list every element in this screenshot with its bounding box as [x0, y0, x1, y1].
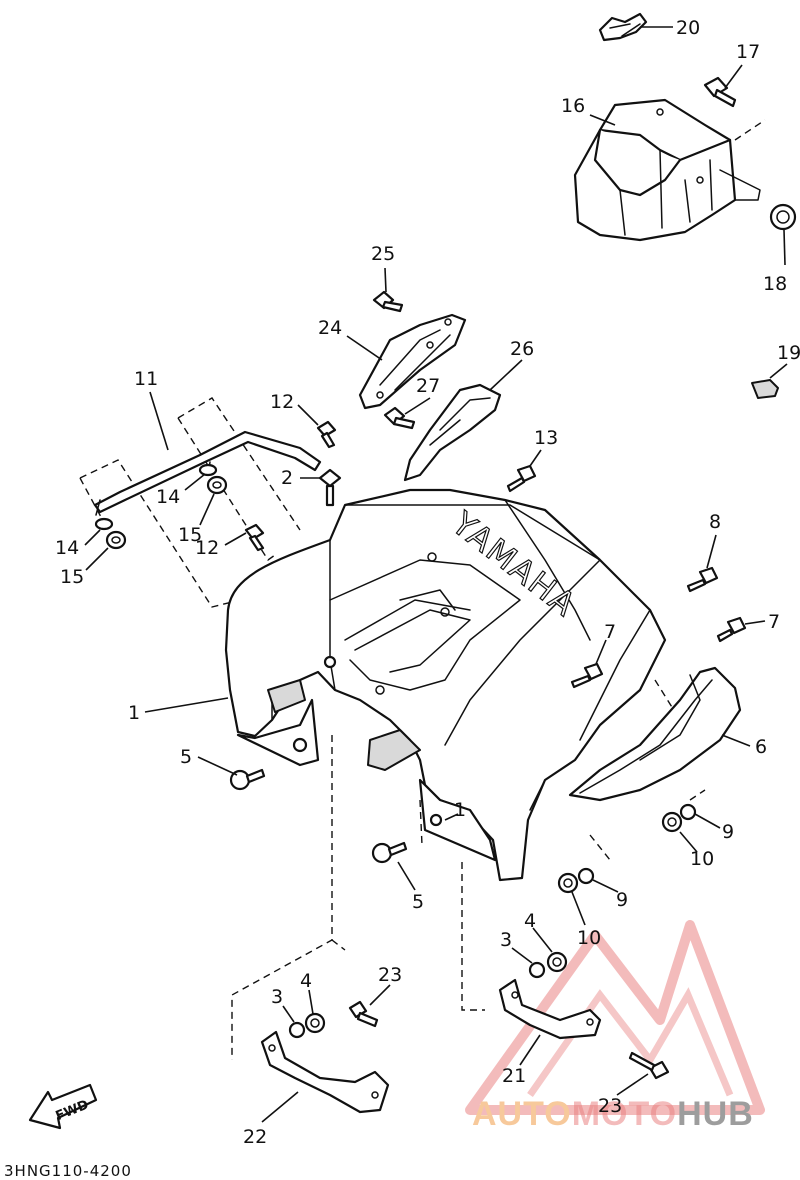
callout-7-right: 7 — [768, 611, 780, 633]
part-10-nut-a — [661, 811, 683, 833]
watermark-triangle-inner — [527, 987, 734, 1098]
part-9-washer-a — [679, 803, 697, 821]
part-17-bolt — [703, 76, 737, 108]
callout-26: 26 — [510, 338, 534, 360]
callout-labels: 20 17 16 18 25 24 26 19 11 27 12 13 2 14… — [55, 17, 800, 1148]
callout-24: 24 — [318, 317, 342, 339]
callout-10-left: 10 — [577, 927, 601, 949]
callout-23-upper: 23 — [378, 964, 402, 986]
watermark-triangle-outer — [465, 920, 765, 1115]
watermark-text: AUTOMOTOHUB — [472, 1095, 754, 1133]
callout-17: 17 — [736, 41, 760, 63]
callout-23-lower: 23 — [598, 1095, 622, 1117]
part-14-washer-b — [94, 517, 114, 531]
part-12-bolt-b — [244, 523, 265, 552]
part-19-pad — [751, 379, 779, 399]
part-1-left-flap — [236, 698, 320, 767]
part-27-bolt — [383, 406, 416, 430]
part-23-bolt-a — [348, 1000, 379, 1028]
part-10-nut-b — [557, 872, 579, 894]
part-25-bolt — [372, 290, 404, 313]
part-7-bolt-b — [570, 662, 604, 689]
watermark-text-hub: HUB — [677, 1095, 754, 1133]
part-8-bolt — [686, 566, 719, 593]
part-3-washer-a — [528, 961, 546, 979]
part-12-bolt-a — [316, 420, 337, 449]
leader-lines — [84, 26, 788, 1123]
callout-25: 25 — [371, 243, 395, 265]
part-2-bolt — [318, 468, 342, 507]
part-14-washer-a — [198, 463, 218, 477]
callout-2: 2 — [281, 467, 293, 489]
callout-18: 18 — [763, 273, 787, 295]
callout-15-upper: 15 — [178, 524, 202, 546]
part-5-bolt-a — [229, 768, 266, 791]
part-20-clip — [598, 12, 648, 42]
part-13-bolt — [506, 464, 537, 493]
part-5-bolt-b — [371, 841, 408, 864]
callout-8: 8 — [709, 511, 721, 533]
callout-14-lower: 14 — [55, 537, 79, 559]
part-7-bolt-a — [716, 616, 747, 643]
part-21-stay — [498, 978, 602, 1040]
callout-1-left: 1 — [128, 702, 140, 724]
callout-1-right: 1 — [454, 799, 466, 821]
part-15-nut-a — [206, 475, 228, 495]
callout-4-left: 4 — [300, 970, 312, 992]
callout-13: 13 — [534, 427, 558, 449]
callout-22: 22 — [243, 1126, 267, 1148]
callout-20: 20 — [676, 17, 700, 39]
callout-4-right: 4 — [524, 910, 536, 932]
part-4-nut-b — [304, 1012, 326, 1034]
part-3-washer-b — [288, 1021, 306, 1039]
callout-6: 6 — [755, 736, 767, 758]
callout-10-right: 10 — [690, 848, 714, 870]
part-18-nut — [769, 203, 797, 231]
part-15-nut-b — [105, 530, 127, 550]
callout-12-upper: 12 — [270, 391, 294, 413]
watermark-text-moto: MOTO — [572, 1095, 677, 1133]
part-23-bolt-b — [628, 1051, 670, 1080]
part-9-washer-b — [577, 867, 595, 885]
part-1-rear-fender — [224, 488, 667, 882]
callout-21: 21 — [502, 1065, 526, 1087]
callout-27: 27 — [416, 375, 440, 397]
callout-9-right: 9 — [722, 821, 734, 843]
callout-19: 19 — [777, 342, 800, 364]
watermark-text-auto: AUTO — [472, 1095, 572, 1133]
callout-15-lower: 15 — [60, 566, 84, 588]
callout-5-upper: 5 — [180, 746, 192, 768]
callout-11: 11 — [134, 368, 158, 390]
callout-16: 16 — [561, 95, 585, 117]
part-16-cover — [573, 98, 761, 242]
callout-7-left: 7 — [604, 621, 616, 643]
callout-14-upper: 14 — [156, 486, 180, 508]
callout-12-lower: 12 — [195, 537, 219, 559]
callout-3-right: 3 — [500, 929, 512, 951]
fwd-arrow-icon: FWD — [28, 1083, 98, 1130]
part-4-nut-a — [546, 951, 568, 973]
part-22-stay — [260, 1030, 390, 1114]
part-24-bracket — [358, 313, 467, 410]
part-6-mudflap — [568, 666, 742, 802]
part-26-bracket — [403, 383, 502, 482]
callout-5-lower: 5 — [412, 891, 424, 913]
diagram-code: 3HNG110-4200 — [4, 1162, 132, 1180]
callout-3-left: 3 — [271, 986, 283, 1008]
callout-9-left: 9 — [616, 889, 628, 911]
part-1-right-flap — [418, 778, 497, 862]
